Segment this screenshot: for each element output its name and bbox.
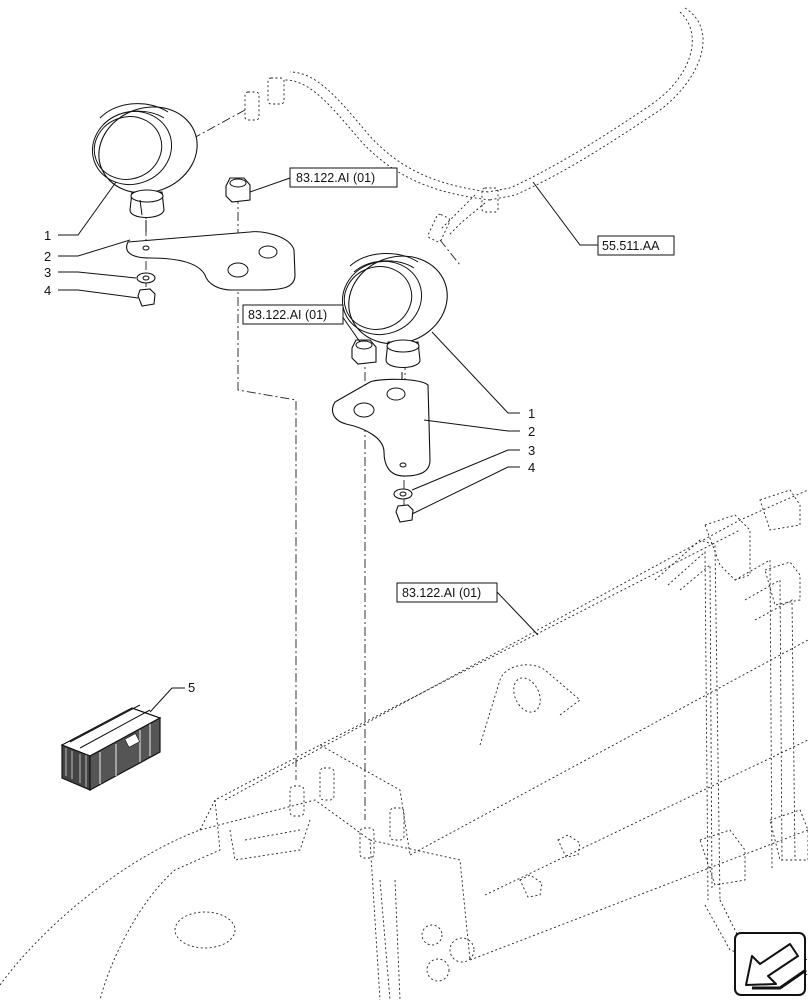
wiring-harness [189, 7, 704, 266]
left-bracket [126, 231, 296, 291]
mid-nut [351, 339, 377, 365]
callout-kit-5: 5 [188, 680, 195, 695]
callout-labels: 1 2 3 4 1 2 3 4 5 [44, 228, 535, 695]
arrow-down-left-icon[interactable] [734, 932, 807, 996]
right-lamp [341, 252, 448, 380]
callout-right-1: 1 [528, 406, 535, 421]
callout-left-3: 3 [44, 265, 51, 280]
svg-text:83.122.AI (01): 83.122.AI (01) [296, 171, 375, 185]
callout-left-2: 2 [44, 249, 51, 264]
callout-left-4: 4 [44, 283, 51, 298]
right-nut [395, 504, 414, 523]
left-nut [137, 288, 156, 307]
callout-right-3: 3 [528, 443, 535, 458]
top-nut [225, 177, 251, 203]
svg-text:83.122.AI (01): 83.122.AI (01) [402, 586, 481, 600]
callout-right-2: 2 [528, 424, 535, 439]
frame-bolts [421, 834, 581, 982]
ref-box-top[interactable]: 83.122.AI (01) [289, 167, 398, 188]
svg-text:83.122.AI (01): 83.122.AI (01) [248, 308, 327, 322]
callout-right-4: 4 [528, 460, 535, 475]
svg-text:55.511.AA: 55.511.AA [602, 239, 660, 253]
mounting-studs [289, 767, 405, 859]
crate-icon [60, 704, 162, 792]
left-washer [136, 272, 156, 284]
left-lamp [91, 103, 198, 232]
ref-box-mid[interactable]: 83.122.AI (01) [242, 304, 344, 325]
right-bracket [332, 378, 431, 477]
left-work-lamp-assembly [91, 103, 296, 307]
callout-left-1: 1 [44, 228, 51, 243]
right-washer [393, 488, 413, 500]
ref-box-harness[interactable]: 55.511.AA [597, 235, 675, 256]
machine-frame [0, 489, 808, 1000]
ref-box-frame[interactable]: 83.122.AI (01) [396, 582, 498, 603]
reference-boxes: 83.122.AI (01) 83.122.AI (01) 83.122.AI … [242, 167, 675, 603]
right-work-lamp-assembly [332, 252, 448, 523]
leader-lines [58, 177, 598, 713]
